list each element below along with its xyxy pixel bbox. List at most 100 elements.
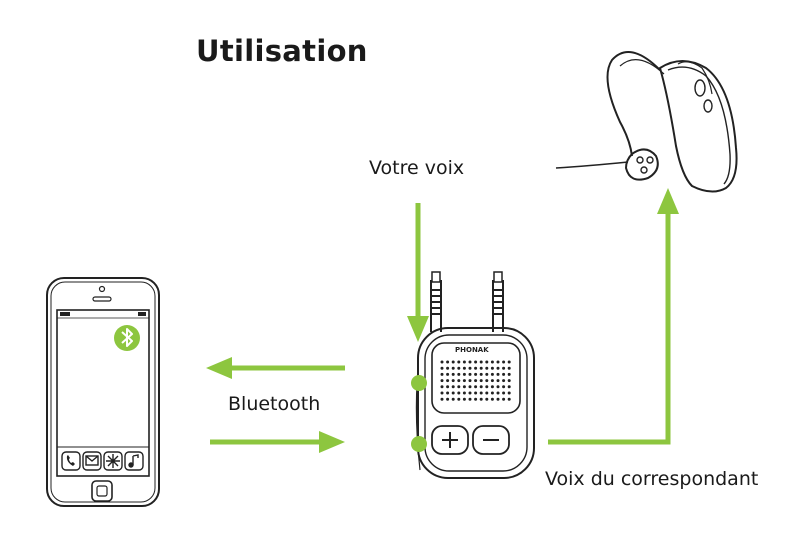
grille-dot bbox=[502, 391, 506, 395]
grille-dot bbox=[502, 379, 506, 383]
microphone-dot bbox=[411, 375, 427, 391]
grille-dot bbox=[496, 379, 500, 383]
grille-dot bbox=[468, 397, 472, 401]
your-voice-arrow bbox=[407, 203, 429, 342]
grille-dot bbox=[474, 379, 478, 383]
grille-dot bbox=[474, 391, 478, 395]
grille-dot bbox=[474, 366, 478, 370]
streamer-device bbox=[415, 271, 535, 479]
grille-dot bbox=[440, 379, 444, 383]
grille-dot bbox=[490, 391, 494, 395]
grille-dot bbox=[440, 372, 444, 376]
grille-dot bbox=[507, 360, 511, 364]
grille-dot bbox=[451, 360, 455, 364]
mail-icon bbox=[82, 451, 102, 471]
grille-dot bbox=[462, 391, 466, 395]
grille-dot bbox=[462, 366, 466, 370]
grille-dot bbox=[474, 360, 478, 364]
grille-dot bbox=[490, 397, 494, 401]
grille-dot bbox=[485, 366, 489, 370]
grille-dot bbox=[496, 372, 500, 376]
bluetooth-arrow-to-phone bbox=[206, 357, 345, 379]
grille-dot bbox=[468, 385, 472, 389]
grille-dot bbox=[440, 397, 444, 401]
grille-dot bbox=[446, 360, 450, 364]
signal-icon bbox=[60, 312, 70, 316]
grille-dot bbox=[502, 372, 506, 376]
grille-dot bbox=[485, 372, 489, 376]
grille-dot bbox=[507, 372, 511, 376]
grille-dot bbox=[451, 397, 455, 401]
grille-dot bbox=[496, 397, 500, 401]
grille-dot bbox=[446, 397, 450, 401]
speaker-grille bbox=[440, 360, 511, 401]
grille-dot bbox=[485, 385, 489, 389]
hearing-aid bbox=[555, 51, 738, 193]
compass-icon bbox=[103, 451, 123, 471]
grille-dot bbox=[462, 385, 466, 389]
grille-dot bbox=[485, 391, 489, 395]
grille-dot bbox=[440, 391, 444, 395]
home-button bbox=[91, 480, 113, 502]
grille-dot bbox=[479, 385, 483, 389]
grille-dot bbox=[490, 385, 494, 389]
grille-dot bbox=[462, 397, 466, 401]
music-icon bbox=[124, 451, 144, 471]
grille-dot bbox=[468, 391, 472, 395]
grille-dot bbox=[507, 366, 511, 370]
grille-dot bbox=[507, 379, 511, 383]
grille-dot bbox=[502, 366, 506, 370]
grille-dot bbox=[446, 366, 450, 370]
smartphone bbox=[46, 277, 160, 507]
grille-dot bbox=[474, 372, 478, 376]
caller-voice-label: Voix du correspondant bbox=[545, 468, 759, 490]
grille-dot bbox=[462, 360, 466, 364]
bluetooth-icon bbox=[114, 325, 140, 351]
your-voice-label: Votre voix bbox=[369, 157, 465, 179]
grille-dot bbox=[440, 385, 444, 389]
grille-dot bbox=[496, 385, 500, 389]
volume-down-button bbox=[472, 425, 510, 455]
grille-dot bbox=[446, 372, 450, 376]
grille-dot bbox=[479, 366, 483, 370]
grille-dot bbox=[490, 366, 494, 370]
grille-dot bbox=[446, 385, 450, 389]
grille-dot bbox=[485, 397, 489, 401]
volume-up-button bbox=[431, 425, 469, 455]
grille-dot bbox=[462, 379, 466, 383]
grille-dot bbox=[485, 379, 489, 383]
brand-label: PHONAK bbox=[455, 346, 489, 354]
bluetooth-link-dot bbox=[411, 436, 427, 452]
grille-dot bbox=[507, 385, 511, 389]
grille-dot bbox=[479, 379, 483, 383]
phone-icon bbox=[61, 451, 81, 471]
grille-dot bbox=[496, 391, 500, 395]
grille-dot bbox=[468, 360, 472, 364]
grille-dot bbox=[485, 360, 489, 364]
grille-dot bbox=[507, 397, 511, 401]
grille-dot bbox=[462, 372, 466, 376]
grille-dot bbox=[451, 385, 455, 389]
grille-dot bbox=[446, 391, 450, 395]
grille-dot bbox=[479, 391, 483, 395]
battery-icon bbox=[138, 312, 146, 316]
grille-dot bbox=[474, 385, 478, 389]
grille-dot bbox=[490, 360, 494, 364]
grille-dot bbox=[479, 360, 483, 364]
grille-dot bbox=[496, 360, 500, 364]
grille-dot bbox=[451, 366, 455, 370]
grille-dot bbox=[474, 397, 478, 401]
grille-dot bbox=[457, 372, 461, 376]
grille-dot bbox=[490, 379, 494, 383]
grille-dot bbox=[457, 379, 461, 383]
grille-dot bbox=[457, 397, 461, 401]
grille-dot bbox=[451, 372, 455, 376]
grille-dot bbox=[496, 366, 500, 370]
grille-dot bbox=[479, 397, 483, 401]
grille-dot bbox=[479, 372, 483, 376]
grille-dot bbox=[502, 360, 506, 364]
bluetooth-label: Bluetooth bbox=[228, 393, 321, 415]
caller-voice-arrow bbox=[548, 188, 679, 445]
grille-dot bbox=[502, 385, 506, 389]
